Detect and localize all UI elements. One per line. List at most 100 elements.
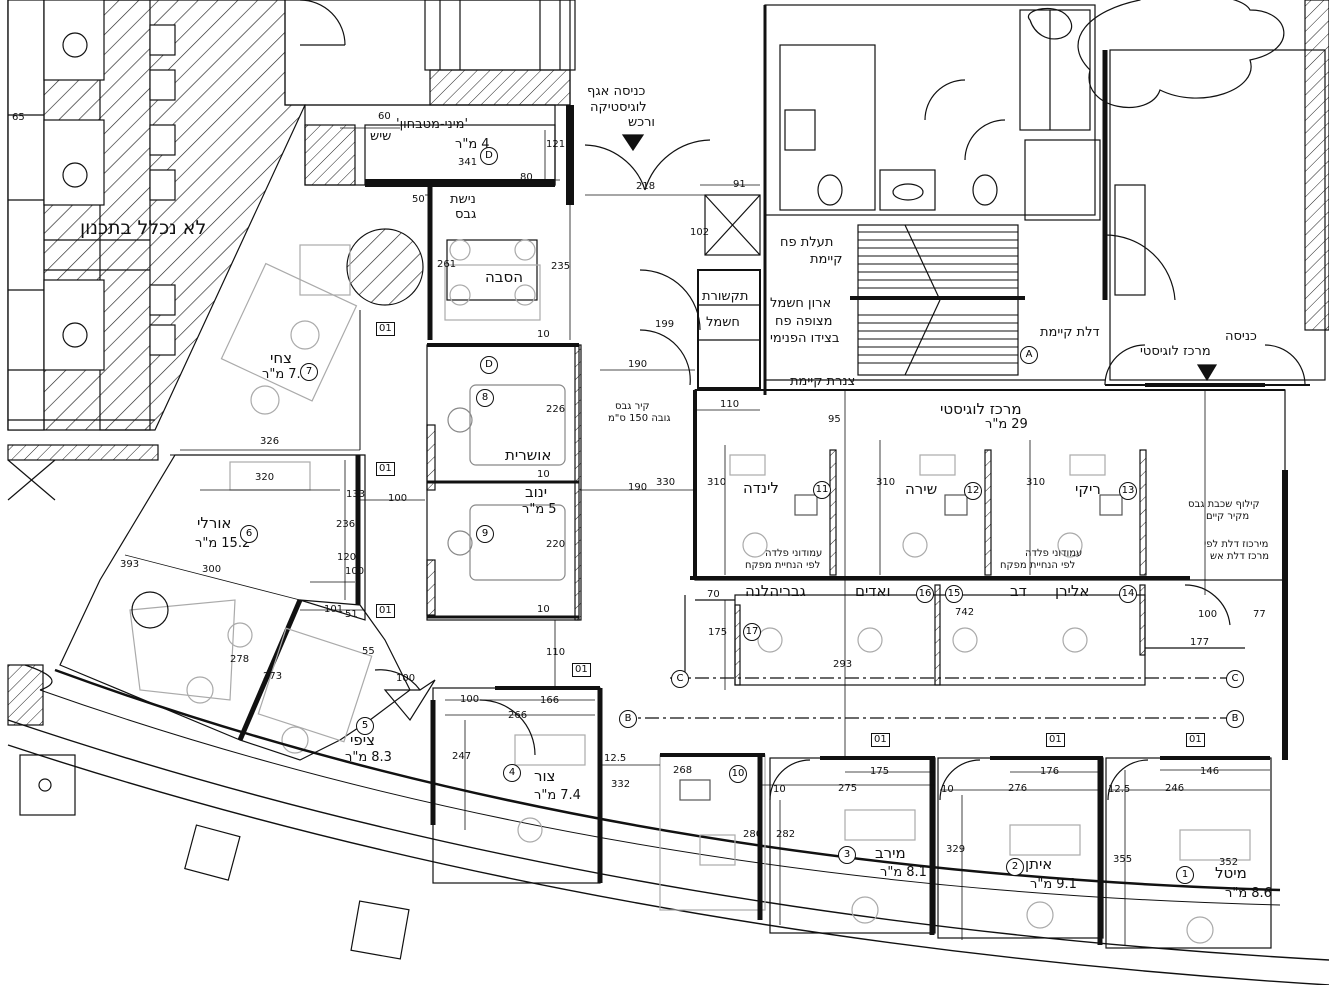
- room-3-area: 8.1 מ"ר: [880, 865, 927, 880]
- room-11-number: 11: [813, 481, 831, 499]
- dim-320: 320: [255, 472, 275, 483]
- room-16-number: 16: [916, 585, 934, 603]
- room-6-name: אורלי: [197, 514, 232, 532]
- dim-332: 332: [611, 779, 631, 790]
- grid-marker-a: A: [1020, 346, 1038, 364]
- dim-51: 51: [345, 609, 358, 620]
- gypsum-clad-2: מקיר קיים: [1206, 511, 1250, 522]
- room-14-name: אלירן: [1055, 582, 1090, 600]
- room-13-name: ריקי: [1075, 480, 1101, 498]
- counter-label: שיש: [370, 129, 392, 144]
- room-15-name: דב: [1010, 582, 1027, 600]
- grid-marker-b-left: B: [619, 710, 637, 728]
- dim-190-b: 190: [628, 482, 648, 493]
- dim-268: 268: [673, 765, 693, 776]
- dim-166: 166: [540, 695, 560, 706]
- gypsum-wall-2: גובה 150 ס"מ: [608, 413, 671, 424]
- detail-tag-6: 01: [1046, 733, 1065, 747]
- room-17-number: 17: [743, 623, 761, 641]
- dim-95: 95: [828, 414, 841, 425]
- entrance-logistics-3: ורכש: [628, 115, 655, 130]
- room-5-area: 8.3 מ"ר: [345, 750, 392, 765]
- room-1-number: 1: [1176, 866, 1194, 884]
- entrance-center-2: מרכז לוגיסטי: [1140, 344, 1211, 359]
- dim-199: 199: [655, 319, 675, 330]
- door-center-1: מירכוז דלת לפי: [1204, 539, 1269, 550]
- room-1-name: מיטל: [1215, 864, 1247, 882]
- room-6-number: 6: [240, 525, 258, 543]
- grid-marker-c-left: C: [671, 670, 689, 688]
- dim-226: 226: [546, 404, 566, 415]
- dim-246: 246: [1165, 783, 1185, 794]
- dim-60: 60: [378, 111, 391, 122]
- dim-280: 280: [743, 829, 763, 840]
- dim-293: 293: [833, 659, 853, 670]
- detail-tag-2: 01: [376, 462, 395, 476]
- dim-10-a: 10: [537, 329, 550, 340]
- room-2-name: איתן: [1025, 855, 1053, 873]
- detail-tag-5: 01: [871, 733, 890, 747]
- dim-247: 247: [452, 751, 472, 762]
- dim-282: 282: [776, 829, 796, 840]
- room-3-name: מירב: [875, 844, 906, 862]
- elec-label: חשמל: [706, 315, 740, 330]
- dim-275: 275: [838, 783, 858, 794]
- logistics-center-label: מרכז לוגיסטי: [940, 400, 1022, 418]
- detail-tag-1: 01: [376, 322, 395, 336]
- dim-355: 355: [1113, 854, 1133, 865]
- dim-120: 120: [337, 552, 357, 563]
- dim-100-d: 100: [460, 694, 480, 705]
- gypsum-niche-label-2: גבס: [455, 207, 477, 222]
- room-12-name: שירה: [905, 480, 938, 498]
- dim-266: 266: [508, 710, 528, 721]
- room-5-name: ציפי: [350, 731, 375, 749]
- door-center-2: מרכז דלת אש: [1210, 551, 1270, 562]
- dim-310-b: 310: [876, 477, 896, 488]
- room-12-number: 12: [964, 482, 982, 500]
- gypsum-niche-label: נישת: [450, 192, 476, 207]
- dim-100-c: 100: [396, 673, 416, 684]
- dim-273: 273: [263, 671, 283, 682]
- grid-marker-d-mid: D: [480, 356, 498, 374]
- dim-742: 742: [955, 607, 975, 618]
- dim-326: 326: [260, 436, 280, 447]
- dim-330: 330: [656, 477, 676, 488]
- dim-10-c: 10: [773, 784, 786, 795]
- dim-110-b: 110: [546, 647, 566, 658]
- dim-91: 91: [733, 179, 746, 190]
- dim-65: 65: [12, 112, 25, 123]
- gypsum-wall-1: קיר גבס: [615, 401, 650, 412]
- dim-100-b: 100: [345, 566, 365, 577]
- dim-393: 393: [120, 559, 140, 570]
- entrance-logistics-2: לוגיסטיקה: [590, 100, 647, 115]
- dim-218: 218: [636, 181, 656, 192]
- dim-352: 352: [1219, 857, 1239, 868]
- room-14-number: 14: [1119, 585, 1137, 603]
- grid-marker-b-right: B: [1226, 710, 1244, 728]
- detail-tag-3: 01: [376, 604, 395, 618]
- dim-10-d: 10: [941, 784, 954, 795]
- elec-cabinet-1: ארון חשמל: [770, 296, 832, 311]
- not-included-label: לא נכלל בתכנון: [80, 217, 207, 239]
- dim-329: 329: [946, 844, 966, 855]
- mini-kitchen-label: 'מיני-מטבחון': [396, 117, 469, 132]
- dim-300: 300: [202, 564, 222, 575]
- mini-kitchen-area: 4 מ"ר: [455, 137, 490, 152]
- room-4-area: 7.4 מ"ר: [534, 788, 581, 803]
- dim-121: 121: [546, 139, 566, 150]
- dim-80: 80: [520, 172, 533, 183]
- elec-cabinet-2: מצופה פח: [775, 314, 833, 329]
- dim-176: 176: [1040, 766, 1060, 777]
- dim-133: 133: [346, 489, 366, 500]
- room-13-number: 13: [1119, 482, 1137, 500]
- room-5-number: 5: [356, 717, 374, 735]
- dim-276: 276: [1008, 783, 1028, 794]
- room-4-number: 4: [503, 764, 521, 782]
- entrance-center-1: כניסה: [1225, 329, 1257, 344]
- dim-110: 110: [720, 399, 740, 410]
- dim-220: 220: [546, 539, 566, 550]
- existing-shaft-1: תעלת פח: [780, 235, 834, 250]
- detail-tag-7: 01: [1186, 733, 1205, 747]
- room-15-number: 15: [945, 585, 963, 603]
- room-9-number: 9: [476, 525, 494, 543]
